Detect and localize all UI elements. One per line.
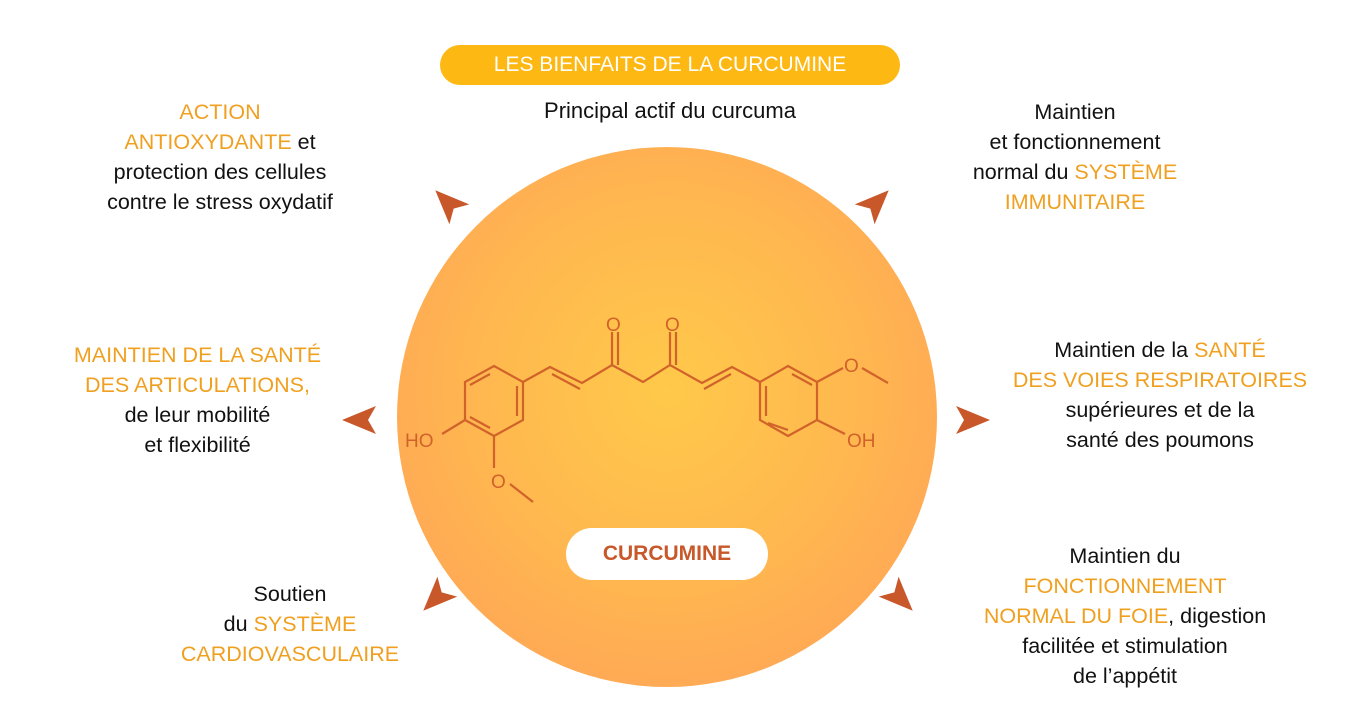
methoxy-oxygen-label: O: [844, 356, 859, 377]
benefit-liver: Maintien du FONCTIONNEMENT NORMAL DU FOI…: [950, 541, 1300, 691]
benefit-line: santé des poumons: [1066, 428, 1254, 452]
oxygen-label: O: [665, 315, 680, 336]
benefit-line: supérieures et de la: [1065, 398, 1255, 422]
benefit-line: , digestion: [1168, 604, 1267, 628]
benefit-line: de l’appétit: [1073, 664, 1177, 688]
benefit-line: contre le stress oxydatif: [107, 190, 333, 214]
methoxy-oxygen-label: O: [491, 472, 506, 493]
benefit-highlight: ANTIOXYDANTE: [124, 130, 292, 154]
benefit-line: protection des cellules: [113, 160, 327, 184]
curcumine-label: CURCUMINE: [566, 528, 768, 580]
benefit-antioxidant: ACTION ANTIOXYDANTE et protection des ce…: [60, 97, 380, 217]
arrow-icon: [423, 576, 458, 611]
arrow-icon: [342, 406, 376, 434]
benefit-highlight: SANTÉ: [1194, 338, 1266, 362]
hydroxyl-label: HO: [405, 431, 434, 452]
title-banner: LES BIENFAITS DE LA CURCUMINE: [440, 45, 900, 85]
arrow-icon: [956, 406, 990, 434]
benefit-immune: Maintien et fonctionnement normal du SYS…: [935, 97, 1215, 217]
benefit-line: Maintien de la: [1054, 338, 1195, 362]
arrow-icon: [435, 190, 470, 225]
benefit-line: Maintien: [1034, 100, 1116, 124]
benefit-line: de leur mobilité: [124, 403, 271, 427]
arrow-icon: [878, 576, 913, 611]
benefit-highlight: MAINTIEN DE LA SANTÉ: [73, 343, 322, 367]
benefit-line: et flexibilité: [144, 433, 251, 457]
benefit-highlight: SYSTÈME: [253, 612, 357, 636]
benefit-line: normal du: [972, 160, 1075, 184]
benefit-highlight: DES VOIES RESPIRATOIRES: [1012, 368, 1308, 392]
benefit-highlight: CARDIOVASCULAIRE: [180, 642, 400, 666]
benefit-line: et fonctionnement: [989, 130, 1161, 154]
hydroxyl-label: OH: [847, 431, 876, 452]
benefit-highlight: SYSTÈME: [1074, 160, 1178, 184]
benefit-line: Soutien: [253, 582, 327, 606]
benefit-cardio: Soutien du SYSTÈME CARDIOVASCULAIRE: [140, 579, 440, 669]
benefit-line: Maintien du: [1069, 544, 1181, 568]
benefit-respiratory: Maintien de la SANTÉ DES VOIES RESPIRATO…: [995, 335, 1325, 455]
arrow-icon: [854, 190, 889, 225]
subtitle: Principal actif du curcuma: [544, 98, 796, 123]
benefit-highlight: FONCTIONNEMENT: [1023, 574, 1227, 598]
benefit-line: facilitée et stimulation: [1022, 634, 1228, 658]
benefit-joints: MAINTIEN DE LA SANTÉ DES ARTICULATIONS, …: [40, 340, 355, 460]
benefit-highlight: IMMUNITAIRE: [1004, 190, 1146, 214]
benefit-highlight: DES ARTICULATIONS,: [84, 373, 310, 397]
curcumine-circle: [397, 147, 937, 687]
benefit-line: et: [291, 130, 316, 154]
benefit-line: du: [223, 612, 254, 636]
oxygen-label: O: [606, 315, 621, 336]
benefit-highlight: NORMAL DU FOIE: [983, 604, 1169, 628]
benefit-line: ACTION: [179, 100, 261, 124]
